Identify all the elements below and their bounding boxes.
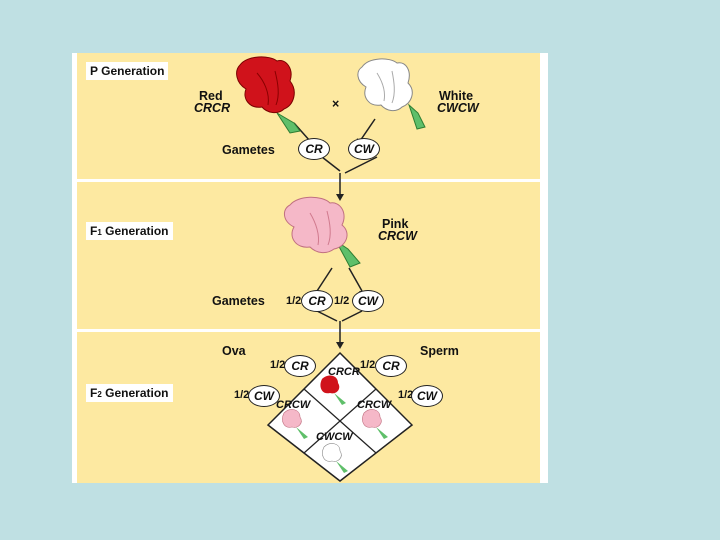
genetics-figure: P Generation Red CRCR × White CWCW Gamet… <box>72 53 548 483</box>
pink-genotype: CRCW <box>378 229 417 243</box>
f2-title-rest: Generation <box>105 386 169 400</box>
p-gametes-label: Gametes <box>222 143 275 157</box>
section-divider <box>77 179 540 182</box>
f1-title-sub: 1 <box>97 228 102 237</box>
pink-flower-icon <box>284 196 361 268</box>
punnett-cell-top: CRCR <box>328 366 360 378</box>
f1-gamete-left: CR <box>301 290 333 312</box>
f1-title-letter: F <box>90 224 98 238</box>
sperm-bottom-gamete: CW <box>411 385 443 407</box>
f2-pink-flower-left-icon <box>282 409 308 439</box>
punnett-square <box>266 351 414 482</box>
red-label: Red <box>199 89 223 103</box>
red-genotype: CRCR <box>194 101 231 115</box>
ova-top-gamete: CR <box>284 355 316 377</box>
ova-top-frac: 1/2 <box>270 359 286 371</box>
red-flower-icon <box>236 56 301 134</box>
ova-label: Ova <box>222 344 246 358</box>
white-flower-icon <box>357 58 426 130</box>
p-gamete-red: CR <box>298 138 330 160</box>
f2-red-flower-icon <box>320 375 346 405</box>
f1-gamete-left-frac: 1/2 <box>286 295 302 307</box>
sperm-top-frac: 1/2 <box>360 359 376 371</box>
punnett-cell-right: CRCW <box>357 399 392 411</box>
section-divider <box>77 329 540 332</box>
f1-title-rest: Generation <box>105 224 169 238</box>
f2-title-letter: F <box>90 386 98 400</box>
sperm-top-gamete: CR <box>375 355 407 377</box>
f2-title-sub: 2 <box>97 390 102 399</box>
cross-symbol: × <box>332 97 340 111</box>
pink-label: Pink <box>382 217 409 231</box>
p-generation-title: P Generation <box>86 62 169 80</box>
f2-white-flower-icon <box>322 443 348 473</box>
punnett-cell-left: CRCW <box>276 399 311 411</box>
sperm-label: Sperm <box>420 344 459 358</box>
punnett-cell-bottom: CWCW <box>316 431 353 443</box>
white-genotype: CWCW <box>437 101 479 115</box>
f1-generation-title: F1 Generation <box>86 222 173 240</box>
ova-bottom-gamete: CW <box>248 385 280 407</box>
f1-gametes-label: Gametes <box>212 294 265 308</box>
p-gamete-white: CW <box>348 138 380 160</box>
f1-gamete-right: CW <box>352 290 384 312</box>
f2-generation-title: F2 Generation <box>86 384 173 402</box>
f1-gamete-right-frac: 1/2 <box>334 295 350 307</box>
white-label: White <box>439 89 474 103</box>
sperm-bottom-frac: 1/2 <box>398 389 414 401</box>
ova-bottom-frac: 1/2 <box>234 389 250 401</box>
diagram-graphics <box>236 56 426 482</box>
f2-pink-flower-right-icon <box>362 409 388 439</box>
